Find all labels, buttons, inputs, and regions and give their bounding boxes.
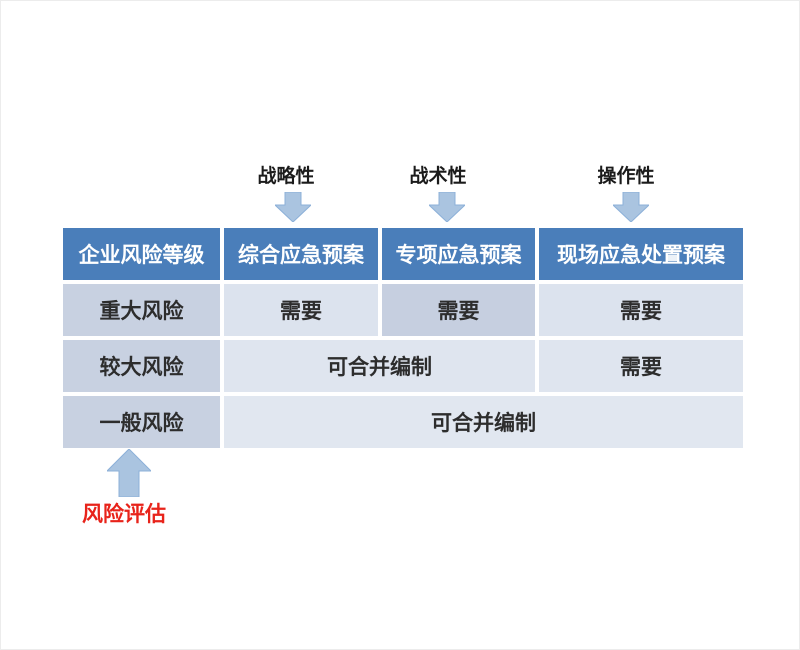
cell-major-special: 需要 — [382, 284, 535, 336]
cell-larger-onsite: 需要 — [539, 340, 743, 392]
header-comprehensive-plan: 综合应急预案 — [224, 228, 378, 280]
header-special-plan: 专项应急预案 — [382, 228, 535, 280]
header-risk-level: 企业风险等级 — [63, 228, 220, 280]
risk-plan-table: 企业风险等级 综合应急预案 专项应急预案 现场应急处置预案 重大风险 需要 需要… — [63, 228, 743, 448]
row-larger-risk-level: 较大风险 — [63, 340, 220, 392]
up-arrow-icon — [107, 449, 151, 497]
cell-major-onsite: 需要 — [539, 284, 743, 336]
cell-larger-merged: 可合并编制 — [224, 340, 535, 392]
row-major-risk-level: 重大风险 — [63, 284, 220, 336]
label-strategic: 战略性 — [257, 166, 315, 187]
row-general-risk-level: 一般风险 — [63, 396, 220, 448]
down-arrow-icon — [613, 192, 649, 222]
down-arrow-icon — [275, 192, 311, 222]
cell-general-merged: 可合并编制 — [224, 396, 743, 448]
down-arrow-icon — [429, 192, 465, 222]
risk-assessment-label: 风险评估 — [82, 502, 166, 526]
cell-major-comprehensive: 需要 — [224, 284, 378, 336]
header-onsite-plan: 现场应急处置预案 — [539, 228, 743, 280]
label-operational: 操作性 — [597, 166, 655, 187]
label-tactical: 战术性 — [409, 166, 467, 187]
